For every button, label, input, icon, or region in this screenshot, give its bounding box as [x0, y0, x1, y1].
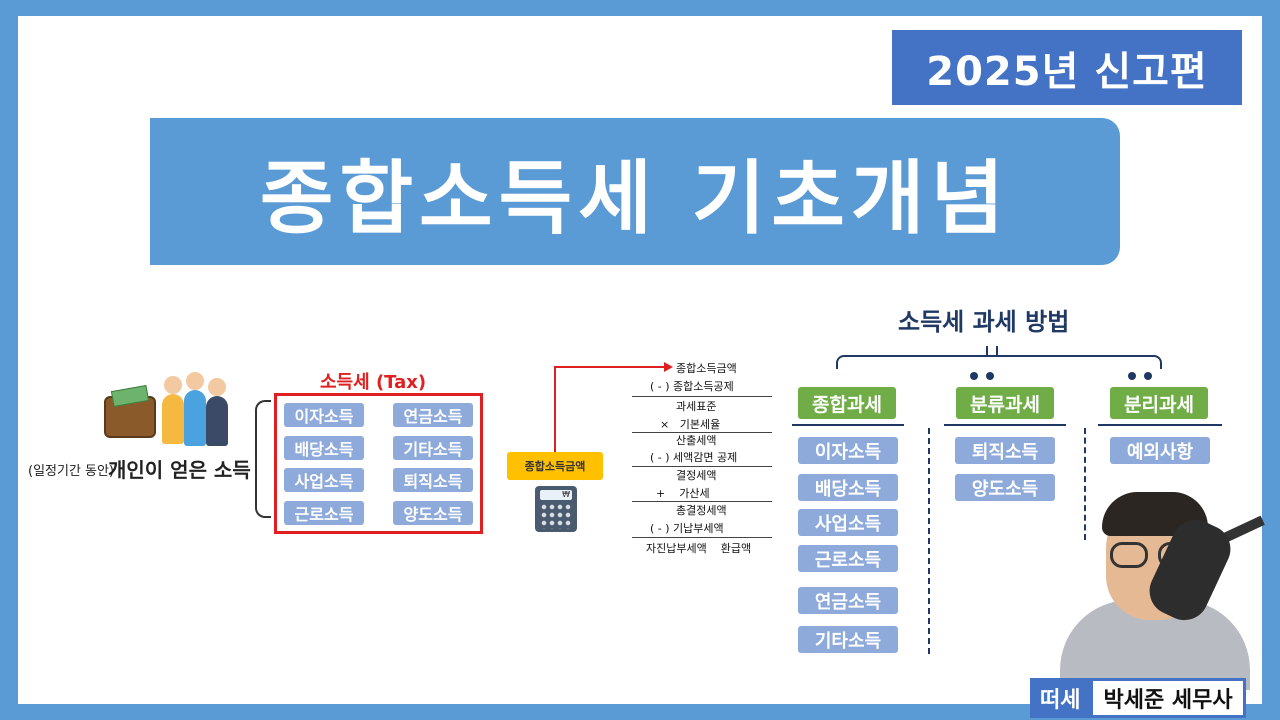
income-chip: 사업소득 [284, 468, 364, 492]
calculator-screen: ₩ [540, 490, 572, 500]
flow-final: 자진납부세액 환급액 [646, 542, 752, 555]
channel-tag: 떠세 [1030, 678, 1091, 718]
flow-step: + 가산세 [656, 487, 710, 500]
emphasis-dot [1128, 372, 1136, 380]
flow-step: 과세표준 [676, 400, 717, 413]
tax-title: 소득세 (Tax) [320, 372, 427, 393]
page-title: 종합소득세 기초개념 [150, 118, 1120, 265]
emphasis-dot [970, 372, 978, 380]
method-chip: 예외사항 [1110, 437, 1210, 464]
caption-period: (일정기간 동안) [28, 464, 115, 479]
income-chip: 기타소득 [393, 436, 473, 460]
emphasis-dot [986, 372, 994, 380]
method-chip: 양도소득 [955, 474, 1055, 501]
income-types-box [274, 393, 483, 534]
method-chip: 퇴직소득 [955, 437, 1055, 464]
income-chip: 배당소득 [284, 436, 364, 460]
column-divider [928, 428, 930, 654]
arrow-line [554, 366, 666, 368]
method-chip: 연금소득 [798, 587, 898, 614]
method-chip: 근로소득 [798, 545, 898, 572]
flow-step: 산출세액 [676, 434, 717, 447]
flow-step: ( - ) 기납부세액 [650, 522, 724, 535]
method-chip: 사업소득 [798, 509, 898, 536]
method-chip: 배당소득 [798, 474, 898, 501]
method-chip: 이자소득 [798, 437, 898, 464]
arrow-head-icon [664, 362, 673, 372]
category-classified: 분류과세 [956, 387, 1054, 419]
total-income-label: 종합소득금액 [507, 452, 603, 480]
flow-step: 총결정세액 [676, 504, 727, 517]
caption-income: 개인이 얻은 소득 [108, 458, 251, 482]
method-chip: 기타소득 [798, 626, 898, 653]
category-comprehensive: 종합과세 [798, 387, 896, 419]
year-tag: 2025년 신고편 [892, 30, 1242, 105]
left-brace [255, 400, 271, 518]
presenter-name: 박세준 세무사 [1090, 678, 1246, 718]
flow-step: 종합소득금액 [676, 362, 737, 375]
top-brace [836, 355, 1162, 369]
income-chip: 근로소득 [284, 501, 364, 525]
income-chip: 퇴직소득 [393, 468, 473, 492]
wallet-icon [104, 384, 156, 438]
flow-step: × 기본세율 [660, 418, 721, 431]
method-title: 소득세 과세 방법 [898, 308, 1070, 336]
flow-step: ( - ) 종합소득공제 [650, 380, 734, 393]
presenter-nameplate: 떠세 박세준 세무사 [1030, 678, 1246, 718]
income-chip: 연금소득 [393, 403, 473, 427]
category-separate: 분리과세 [1110, 387, 1208, 419]
emphasis-dot [1144, 372, 1152, 380]
calculator-icon: ₩ [535, 486, 577, 532]
income-chip: 양도소득 [393, 501, 473, 525]
column-divider [1084, 428, 1086, 540]
arrow-line [554, 366, 556, 454]
income-chip: 이자소득 [284, 403, 364, 427]
flow-step: ( - ) 세액감면 공제 [650, 451, 738, 464]
flow-step: 결정세액 [676, 469, 717, 482]
